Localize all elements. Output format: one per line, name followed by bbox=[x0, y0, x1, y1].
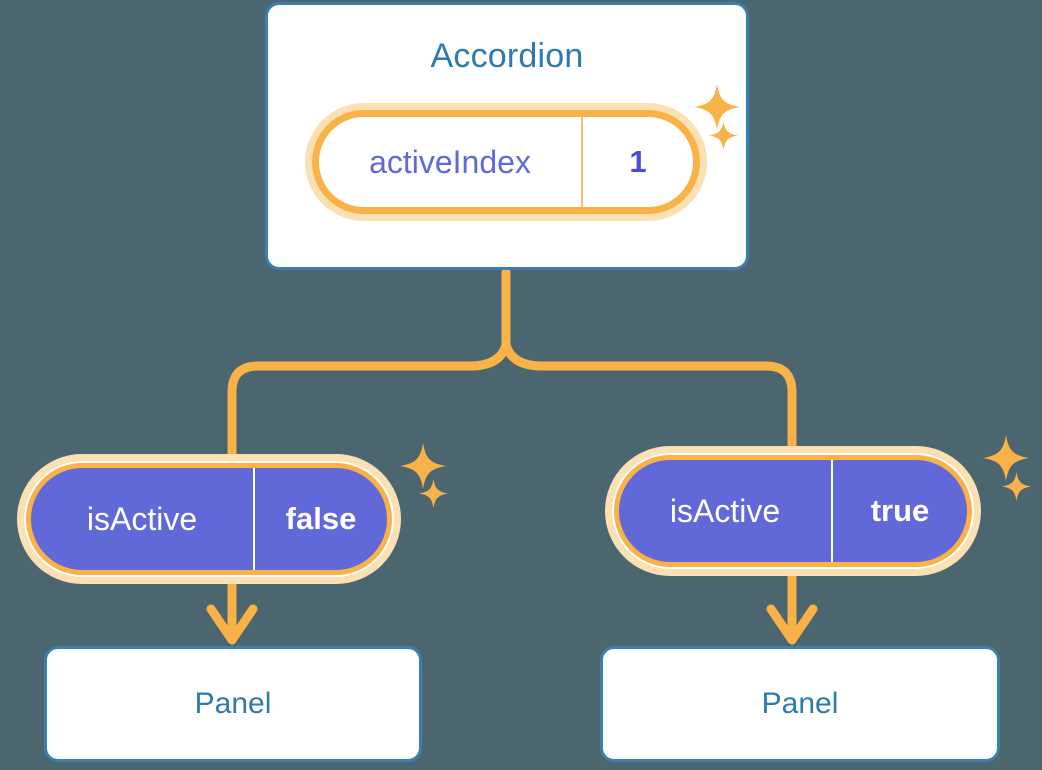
sparkle-small-icon bbox=[1002, 472, 1031, 501]
panel-title: Panel bbox=[761, 687, 839, 720]
sparkle-large-icon bbox=[400, 443, 446, 489]
accordion-title: Accordion bbox=[430, 37, 584, 75]
state-pill-is-active-false[interactable]: isActive false bbox=[24, 461, 394, 577]
panel-title: Panel bbox=[194, 687, 272, 720]
panel-card-right[interactable]: Panel bbox=[600, 646, 1000, 762]
state-pill-value: true bbox=[831, 460, 967, 562]
state-pill-active-index[interactable]: activeIndex 1 bbox=[312, 110, 700, 214]
sparkle-large-icon bbox=[983, 435, 1029, 481]
state-pill-value: false bbox=[253, 468, 387, 570]
state-pill-key: activeIndex bbox=[369, 143, 531, 180]
state-pill-is-active-true[interactable]: isActive true bbox=[612, 453, 974, 569]
panel-card-left[interactable]: Panel bbox=[44, 646, 422, 762]
state-pill-key: isActive bbox=[86, 500, 198, 537]
arrowhead-right bbox=[766, 604, 818, 645]
arrowhead-left bbox=[206, 604, 258, 645]
state-pill-key: isActive bbox=[669, 492, 781, 529]
sparkle-small-icon bbox=[419, 479, 448, 508]
state-pill-value: 1 bbox=[581, 117, 693, 207]
